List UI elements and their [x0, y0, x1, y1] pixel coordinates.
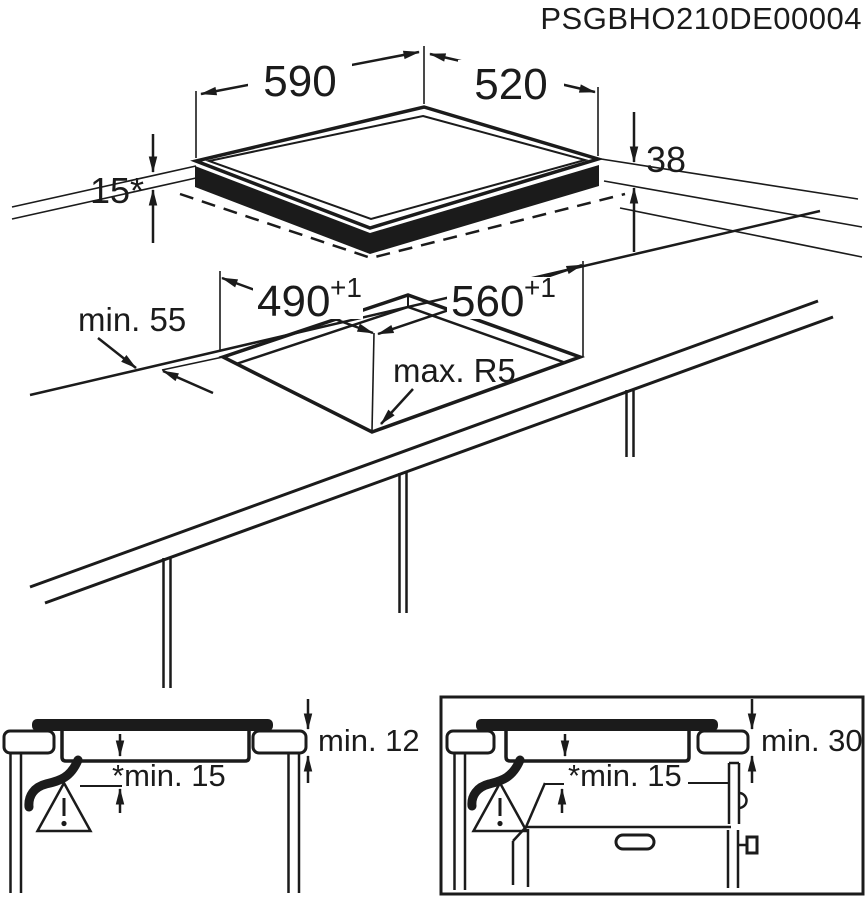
svg-text:min. 55: min. 55: [78, 301, 186, 338]
worktop-left: [2, 729, 56, 755]
page-title: PSGBHO210DE00004: [540, 1, 862, 36]
worktop-left: [445, 729, 496, 755]
dim-glass-overlap: 15*: [90, 134, 158, 243]
oven-knob: [745, 835, 759, 855]
worktop-right: [251, 729, 308, 755]
svg-text:38: 38: [646, 139, 686, 180]
hob-hidden-edge: [179, 192, 626, 260]
hob-body-section: [504, 725, 691, 763]
svg-text:*min. 15: *min. 15: [568, 758, 682, 793]
svg-text:490: 490: [257, 277, 330, 326]
warning-triangle-icon: [35, 780, 93, 833]
cabinet-legs: [162, 389, 635, 688]
worktop-cutout-view: 490 +1 560 +1 min. 55 max. R5: [29, 209, 834, 688]
svg-text:+1: +1: [330, 272, 362, 303]
oven-handle: [614, 833, 656, 851]
svg-text:+1: +1: [524, 272, 556, 303]
dim-worktop-thickness-oven: min. 30: [747, 699, 863, 783]
dim-worktop-thickness-drawer: min. 12: [303, 699, 420, 783]
dim-cutout-width: 490 +1: [221, 272, 374, 335]
hob-glass-rim: [205, 114, 589, 221]
mains-cable: [24, 755, 83, 812]
dim-drawer-clearance: *min. 15: [80, 734, 226, 813]
dim-hob-depth: 520: [429, 52, 596, 109]
warning-triangle-icon: [471, 780, 529, 833]
hob-glass-section: [476, 719, 718, 731]
built-in-oven: [511, 761, 759, 888]
svg-text:520: 520: [474, 60, 547, 109]
inset-box-border: [439, 695, 865, 896]
svg-text:min. 12: min. 12: [318, 723, 420, 758]
hob-body: [195, 165, 599, 254]
hob-isometric-view: 590 520 38 15*: [11, 46, 863, 260]
dim-corner-radius: max. R5: [380, 352, 516, 425]
hob-glass-section: [32, 719, 273, 731]
svg-text:560: 560: [451, 277, 524, 326]
section-above-drawer: *min. 15 min. 12: [2, 699, 420, 893]
hob-body-section: [60, 725, 251, 763]
dim-cutout-depth: 560 +1: [377, 263, 583, 336]
svg-text:max. R5: max. R5: [393, 352, 516, 389]
svg-text:590: 590: [263, 57, 336, 106]
dim-hob-width: 590: [200, 50, 420, 106]
section-above-oven: *min. 15 min. 30: [439, 695, 865, 896]
svg-text:*min. 15: *min. 15: [112, 758, 226, 793]
dim-hob-height: 38: [629, 112, 686, 252]
oven-side-vent: [738, 791, 748, 810]
dim-oven-clearance: *min. 15: [544, 734, 729, 813]
worktop-front-edge: [29, 299, 819, 589]
svg-text:min. 30: min. 30: [761, 723, 863, 758]
dim-rear-clearance: min. 55: [78, 301, 214, 395]
svg-text:15*: 15*: [90, 170, 144, 211]
mains-cable: [467, 755, 525, 811]
worktop-right: [696, 729, 750, 755]
